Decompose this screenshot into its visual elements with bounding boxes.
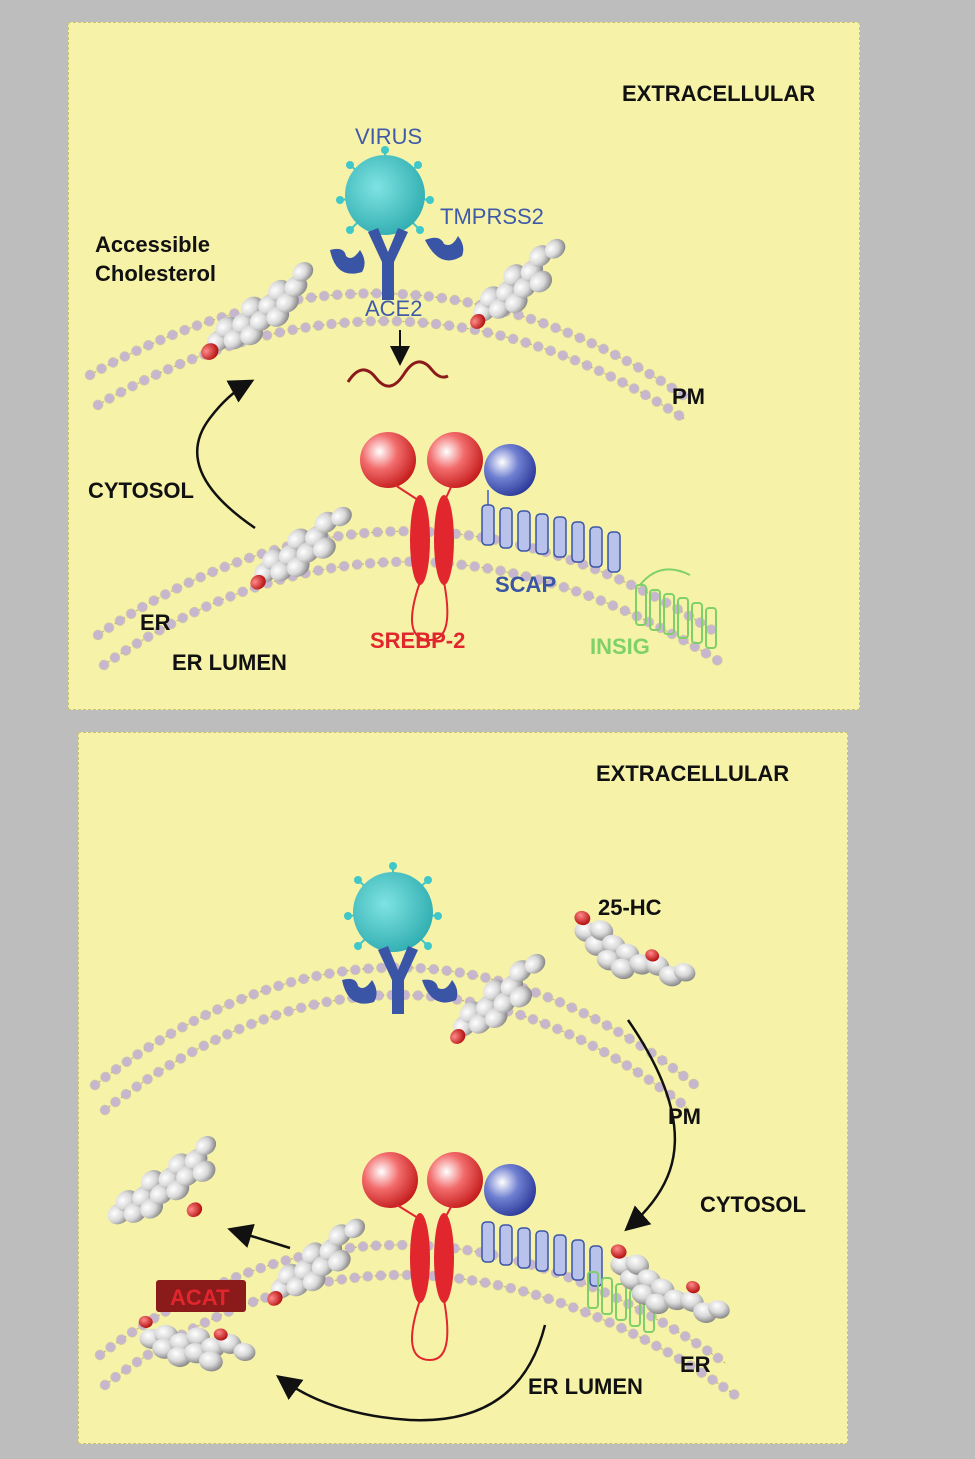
cytosol-label: CYTOSOL (700, 1192, 806, 1217)
er-label: ER (140, 610, 171, 635)
srebp2-protein (362, 1152, 483, 1362)
tmprss2-protease (342, 978, 458, 1004)
transport-arrow (275, 1324, 547, 1422)
er-lumen-label: ER LUMEN (172, 650, 287, 675)
25-hc-molecule (574, 910, 696, 987)
cholesterol-molecule (250, 506, 352, 590)
cholesterol-molecule (450, 953, 546, 1044)
cholesterol-ester-molecule (107, 1135, 217, 1225)
accessible-cholesterol-label: Cholesterol (95, 261, 216, 286)
cholesterol-molecule (470, 238, 566, 329)
acat-enzyme: ACAT (156, 1280, 246, 1312)
cholesterol-molecule (201, 262, 314, 360)
top-panel (68, 22, 860, 710)
pm-label: PM (672, 384, 705, 409)
accessible-cholesterol-label: Accessible (95, 232, 210, 257)
ace2-receptor (378, 946, 418, 1014)
cytosol-label: CYTOSOL (88, 478, 194, 503)
srebp2-label: SREBP-2 (370, 628, 465, 653)
transport-arrow (624, 1019, 677, 1232)
ace2-receptor (368, 228, 408, 300)
srebp2-protein (360, 432, 483, 642)
transport-arrow (227, 1223, 291, 1250)
25-hc-label: 25-HC (598, 895, 662, 920)
mrna-signal (346, 330, 449, 388)
extracellular-label: EXTRACELLULAR (622, 81, 815, 106)
er-membrane-top (92, 526, 726, 671)
er-lumen-label: ER LUMEN (528, 1374, 643, 1399)
cholesterol-ester-molecule (138, 1315, 256, 1372)
virus-label: VIRUS (355, 124, 422, 149)
cholesterol-molecule (267, 1218, 366, 1306)
pm-label: PM (668, 1104, 701, 1129)
er-label: ER (680, 1352, 711, 1377)
insig-protein (635, 568, 717, 649)
tmprss2-protease (330, 236, 464, 274)
insig-label: INSIG (590, 634, 650, 659)
extracellular-label: EXTRACELLULAR (596, 761, 789, 786)
25-hc-molecule (610, 1244, 730, 1323)
scap-protein (481, 444, 621, 573)
plasma-membrane-bottom (89, 962, 701, 1116)
virus-particle (344, 862, 442, 952)
virus-particle (336, 146, 434, 235)
tmprss2-label: TMPRSS2 (440, 204, 544, 229)
transport-arrow (195, 379, 256, 530)
plasma-membrane-top (84, 288, 696, 426)
acat-label: ACAT (170, 1285, 230, 1310)
scap-protein (481, 1164, 603, 1287)
scap-label: SCAP (495, 572, 556, 597)
ace2-label: ACE2 (365, 296, 422, 321)
